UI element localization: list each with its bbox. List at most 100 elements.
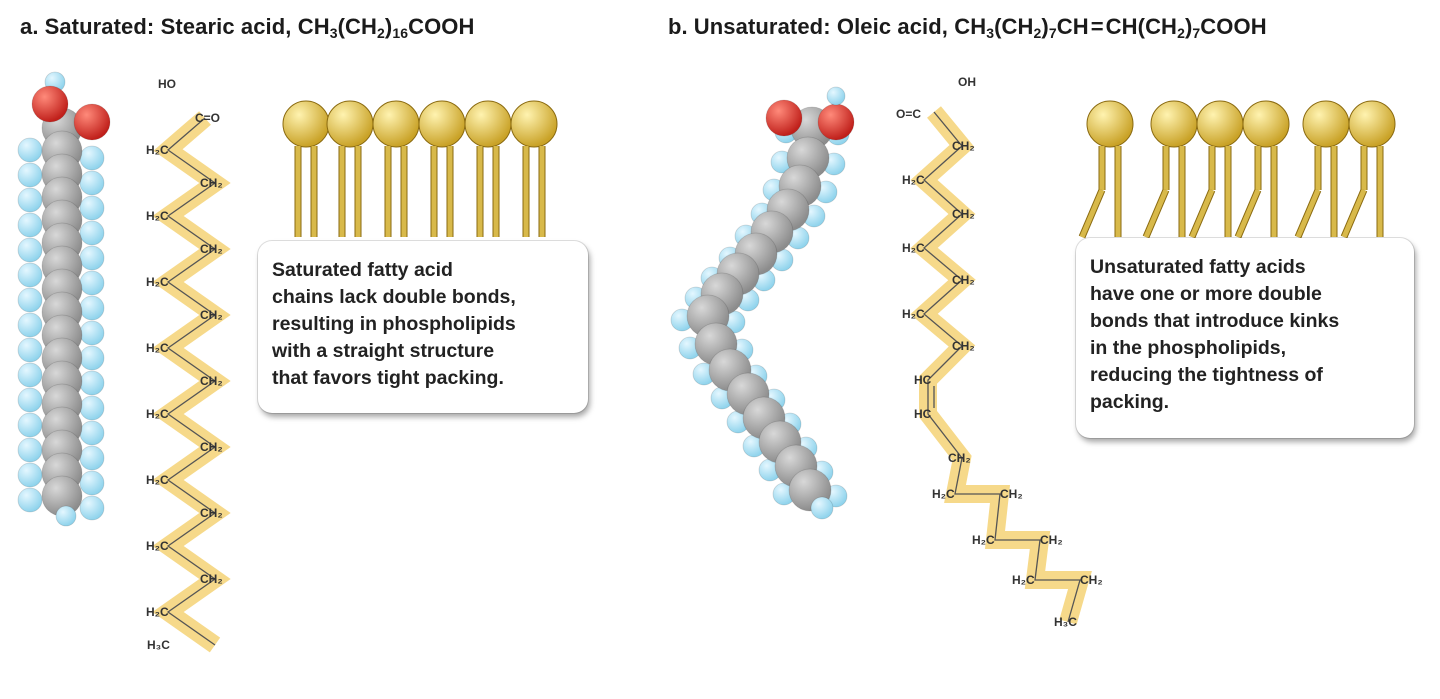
panel-b-title: b.Unsaturated: Oleic acid, CH3(CH2)7CH=C… — [668, 14, 1267, 41]
methylene-label: CH₂ — [200, 374, 223, 388]
methylene-label: CH₂ — [1080, 573, 1103, 587]
phospholipid-head — [1196, 100, 1244, 148]
methylene-label: CH₂ — [948, 451, 971, 465]
hydrogen-atom — [79, 395, 105, 421]
methylene-label: H₂C — [902, 173, 925, 187]
phospholipid-head — [282, 100, 330, 148]
hydrogen-atom — [79, 445, 105, 471]
hydroxyl-label: OH — [958, 75, 976, 89]
hydroxyl-label: HO — [158, 77, 176, 91]
formula-subscript: 3 — [986, 25, 995, 41]
callout-line: bonds that introduce kinks — [1090, 310, 1340, 332]
methylene-label: CH₂ — [1000, 487, 1023, 501]
stearic-space-filling-model — [17, 71, 111, 527]
hydrogen-atom — [17, 437, 43, 463]
hydrogen-atom — [17, 412, 43, 438]
methylene-label: H₂C — [146, 341, 169, 355]
alkene-label: HC — [914, 373, 932, 387]
callout-line: resulting in phospholipids — [272, 313, 516, 335]
methylene-label: CH₂ — [952, 207, 975, 221]
unsaturated-callout: Unsaturated fatty acids have one or more… — [1076, 238, 1414, 438]
methylene-label: H₂C — [146, 143, 169, 157]
fatty-acid-tail — [1341, 189, 1367, 238]
callout-line: have one or more double — [1090, 283, 1322, 305]
methylene-label: H₂C — [146, 605, 169, 619]
methylene-label: H₂C — [902, 307, 925, 321]
hydrogen-atom — [17, 362, 43, 388]
callout-line: packing. — [1090, 391, 1170, 413]
callout-line: that favors tight packing. — [272, 367, 504, 389]
hydrogen-atom — [17, 262, 43, 288]
hydrogen-atom — [55, 505, 77, 527]
panel-b-title-text: Unsaturated: Oleic acid, CH — [693, 14, 987, 39]
oleic-space-filling-model — [670, 86, 855, 520]
panel-a-title-text: Saturated: Stearic acid, CH — [44, 14, 330, 39]
methylene-label: CH₂ — [952, 139, 975, 153]
carbonyl-label: O=C — [896, 107, 922, 121]
fatty-acid-tail — [1143, 189, 1169, 238]
hydrogen-atom — [79, 295, 105, 321]
panel-b-letter: b. — [668, 14, 688, 39]
phospholipid-head — [1302, 100, 1350, 148]
oleic-chain-highlight — [910, 106, 1092, 625]
hydrogen-atom — [79, 320, 105, 346]
formula-part: ) — [1041, 14, 1049, 39]
formula-part: COOH — [1200, 14, 1267, 39]
formula-subscript: 16 — [392, 25, 409, 41]
alkene-label: HC — [914, 407, 932, 421]
callout-line: chains lack double bonds, — [272, 286, 516, 308]
hydrogen-atom — [79, 270, 105, 296]
panel-a-title: a.Saturated: Stearic acid, CH3(CH2)16COO… — [20, 14, 475, 41]
formula-part: CH — [1056, 14, 1089, 39]
fatty-acid-tail — [1189, 189, 1215, 238]
phospholipid-head — [372, 100, 420, 148]
phospholipid-head — [510, 100, 558, 148]
methylene-label: CH₂ — [200, 572, 223, 586]
methylene-label: H₂C — [146, 539, 169, 553]
formula-part: (CH — [337, 14, 377, 39]
hydrogen-atom — [17, 487, 43, 513]
hydrogen-atom — [17, 137, 43, 163]
formula-part: ) — [1184, 14, 1193, 39]
saturated-phospholipid-row — [282, 100, 558, 237]
phospholipid-head — [1348, 100, 1396, 148]
oxygen-atom — [817, 103, 855, 141]
hydrogen-atom — [79, 195, 105, 221]
methylene-label: CH₂ — [952, 339, 975, 353]
hydrogen-atom — [79, 370, 105, 396]
fatty-acid-tail — [1295, 189, 1321, 238]
hydrogen-atom — [17, 212, 43, 238]
hydrogen-atom — [79, 245, 105, 271]
hydrogen-atom — [79, 170, 105, 196]
formula-part: CH(CH — [1105, 14, 1178, 39]
formula-part: = — [1090, 14, 1104, 39]
fatty-acid-tail — [1235, 189, 1261, 238]
unsaturated-phospholipid-row — [1078, 100, 1396, 239]
hydrogen-atom — [810, 496, 834, 520]
hydrogen-atom — [17, 462, 43, 488]
formula-subscript: 7 — [1048, 25, 1057, 41]
callout-line: Saturated fatty acid — [272, 259, 453, 281]
formula-subscript: 2 — [376, 25, 385, 41]
formula-subscript: 2 — [1177, 25, 1185, 41]
methylene-label: CH₂ — [952, 273, 975, 287]
panel-a-letter: a. — [20, 14, 39, 39]
methylene-label: H₂C — [146, 275, 169, 289]
hydrogen-atom — [17, 312, 43, 338]
formula-part: COOH — [408, 14, 475, 39]
methylene-label: CH₂ — [200, 506, 223, 520]
methylene-label: H₂C — [146, 473, 169, 487]
formula-part: (CH — [994, 14, 1034, 39]
methylene-label: CH₂ — [200, 176, 223, 190]
methylene-label: H₂C — [146, 407, 169, 421]
hydrogen-atom — [17, 337, 43, 363]
chain-bond-lines — [923, 111, 1081, 623]
phospholipid-head — [1086, 100, 1134, 148]
hydrogen-atom — [79, 420, 105, 446]
callout-line: reducing the tightness of — [1090, 364, 1323, 386]
stearic-chain-highlight — [152, 111, 231, 653]
formula-subscript: 7 — [1192, 25, 1201, 41]
callout-line: in the phospholipids, — [1090, 337, 1287, 359]
methylene-label: CH₂ — [200, 440, 223, 454]
